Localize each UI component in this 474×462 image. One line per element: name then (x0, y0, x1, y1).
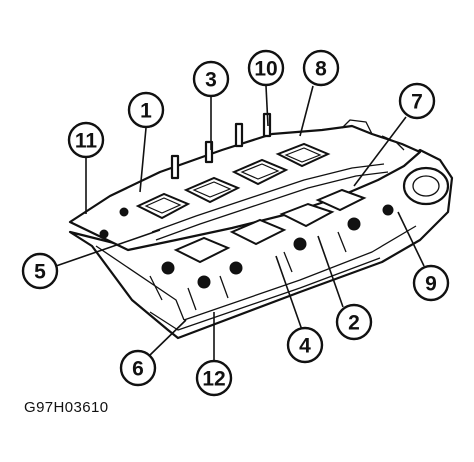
callout-2: 2 (335, 303, 373, 341)
lower-hardware (99, 204, 394, 311)
side-flange (95, 225, 417, 321)
callout-8: 8 (302, 49, 340, 87)
leader-5 (55, 229, 161, 267)
callout-5: 5 (21, 252, 59, 290)
lower-ports (173, 188, 367, 264)
callout-4-label: 4 (299, 335, 311, 358)
callout-7-label: 7 (411, 91, 423, 114)
callout-8-label: 8 (315, 58, 327, 81)
leader-6 (149, 319, 187, 356)
leader-10 (265, 85, 269, 127)
leader-1 (139, 127, 147, 193)
leader-2 (317, 235, 344, 308)
lower-rail (149, 257, 381, 331)
rear-bracket (341, 119, 405, 151)
callout-4: 4 (286, 326, 324, 364)
callout-1: 1 (127, 91, 165, 129)
callout-12-label: 12 (202, 368, 225, 391)
leader-9 (397, 211, 425, 267)
callout-6-label: 6 (132, 358, 144, 381)
callout-1-label: 1 (140, 100, 152, 123)
callout-11: 11 (67, 121, 105, 159)
throttle-body-bore (412, 175, 440, 197)
callout-3: 3 (192, 60, 230, 98)
leader-8 (299, 85, 314, 137)
callout-5-label: 5 (34, 261, 46, 284)
callout-10-label: 10 (254, 58, 277, 81)
callout-11-label: 11 (75, 130, 98, 153)
upper-ports (135, 142, 331, 220)
callout-9: 9 (412, 264, 450, 302)
callout-3-label: 3 (205, 69, 217, 92)
callout-9-label: 9 (425, 273, 437, 296)
callout-2-label: 2 (348, 312, 360, 335)
throttle-body-boss (402, 166, 450, 206)
callout-7: 7 (398, 82, 436, 120)
callout-10: 10 (247, 49, 285, 87)
figure-code: G97H03610 (24, 399, 109, 416)
center-rail (151, 163, 385, 233)
callout-6: 6 (119, 349, 157, 387)
leader-lines (55, 85, 425, 360)
top-studs (170, 112, 272, 180)
leader-4 (275, 255, 303, 331)
callout-12: 12 (195, 359, 233, 397)
intake-manifold-illustration (68, 112, 454, 340)
leader-7 (353, 116, 407, 187)
